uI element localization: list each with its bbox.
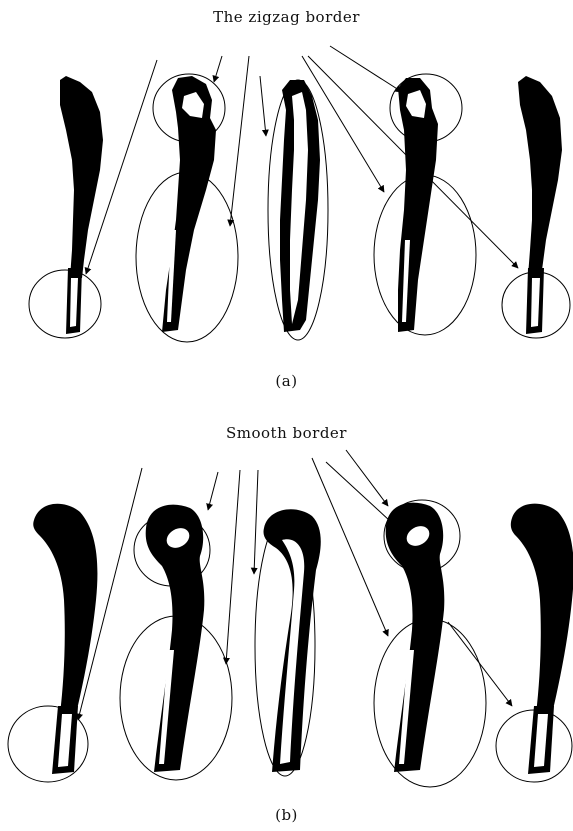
bone-a5 [518,76,562,334]
arrow-b6 [346,450,388,506]
ellipse-a1 [29,270,101,338]
ellipse-b1 [8,706,88,782]
bone-a2 [162,76,216,332]
arrow-b3 [226,470,240,664]
bone-b5 [511,504,573,774]
bone-a3 [280,80,320,332]
bone-b1 [33,504,97,774]
bone-a1 [60,76,103,334]
arrow-a6 [330,46,402,92]
bone-a4 [398,78,438,332]
arrow-b2 [208,472,218,510]
arrow-a2 [214,56,222,82]
arrow-a3 [230,56,249,226]
panel-a-shapes [60,76,562,334]
arrow-b4 [254,470,258,574]
bone-b3 [264,509,321,772]
arrow-b7 [326,462,402,532]
arrow-b8 [448,622,512,706]
arrow-a4 [260,76,266,136]
bone-b2 [146,505,205,772]
